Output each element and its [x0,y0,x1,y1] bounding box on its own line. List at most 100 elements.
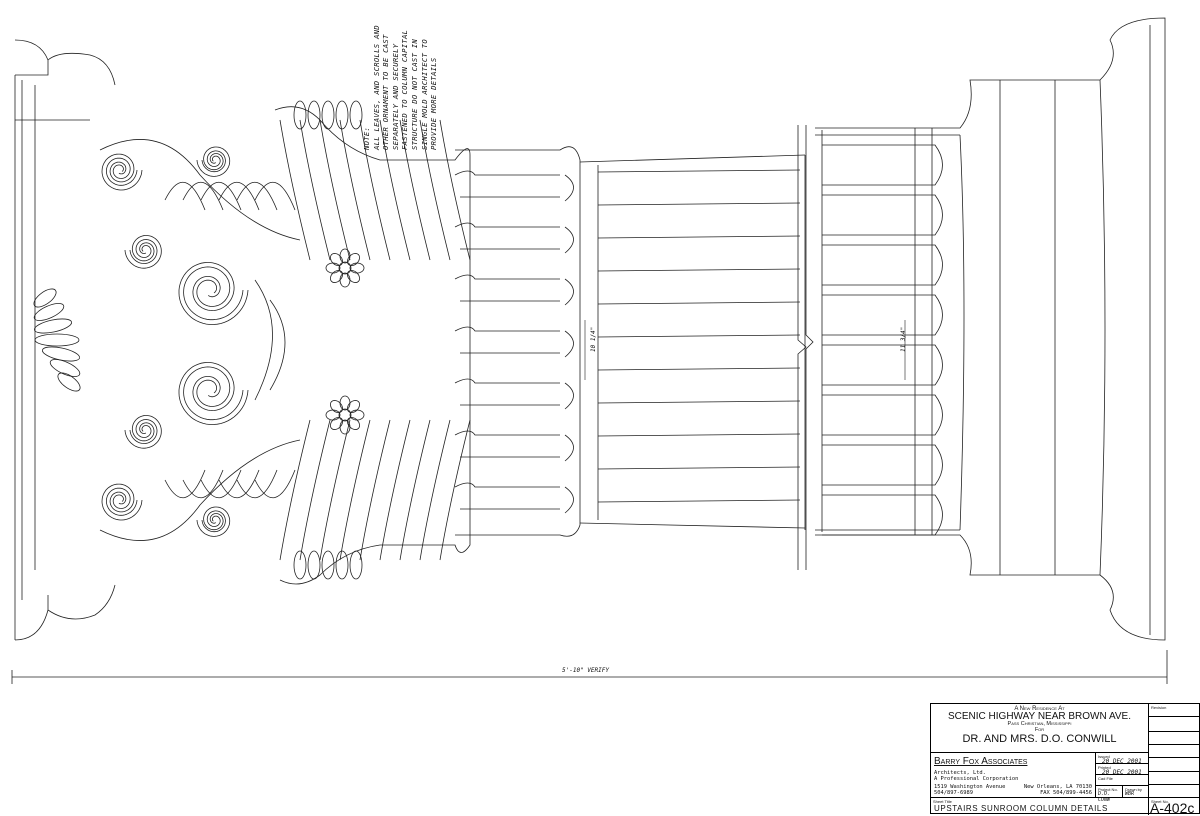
volute-scroll [124,235,162,269]
acanthus-leaf [359,119,391,261]
acanthus-leaf [218,469,260,499]
acanthus-leaf [339,119,371,261]
volute-scroll [201,150,226,173]
ornament-note: Note: All leaves, and scrolls and other … [362,0,439,150]
neck-flute [454,482,560,510]
shaft-right-dimension: 11 3/4" [900,326,907,352]
project-no-field: Project No. D.O. CONW [1096,786,1123,803]
shaft-flute-line [597,169,801,173]
project-for: For [1034,727,1045,733]
issued-value: 20 DEC 2001 [1102,758,1142,765]
acanthus-leaf [359,419,391,561]
issued-field: Issued 20 DEC 2001 [1096,753,1149,765]
rosette-center [338,408,352,422]
firm-city: New Orleans, LA 70130 [1023,784,1092,790]
firm-fax: FAX 504/899-4456 [1040,790,1092,796]
shaft-flute-line [597,202,801,206]
stem-curve [99,139,301,541]
acanthus-ornament [33,100,471,580]
leaf-tip [293,550,307,580]
leaf-tip [321,550,335,580]
project-line1: A New Residence At [1014,706,1065,712]
volute-scroll [101,153,143,191]
neck-flute-end [564,278,574,306]
leaf-tip [307,550,321,580]
neck-flute-end [564,434,574,462]
project-no-value: D.O. CONW [1098,791,1111,803]
acanthus-leaf [236,469,278,499]
anthemion-leaf [57,372,81,392]
acanthus-leaf [182,469,224,499]
rosette-petal [330,400,343,413]
project-site: SCENIC HIGHWAY NEAR BROWN AVE. [948,711,1131,722]
volute-scroll [129,239,158,264]
base-flute [822,294,943,336]
firm-line1: Architects, Ltd. [934,770,986,776]
note-line: separately and securely [390,43,400,150]
leaf-tip [335,100,349,130]
leaf-tip [349,550,363,580]
anthemion-leaf [33,288,57,308]
base-flute [822,394,943,436]
acanthus-leaf [299,419,331,561]
acanthus-leaf [182,181,224,211]
acanthus-leaf [419,419,451,561]
sheet-title-field: Sheet Title UPSTAIRS SUNROOM COLUMN DETA… [931,798,1149,815]
firm-name: Barry Fox Associates [934,756,1028,767]
rosette-petal [330,417,343,430]
shaft-flute-line [597,367,801,371]
base-flute [822,144,943,186]
acanthus-leaf [319,119,351,261]
anthemion-leaf [34,333,80,347]
shaft-flute-line [597,268,801,272]
project-client: DR. AND MRS. D.O. CONWILL [962,733,1117,745]
shaft-left-dimension: 10 1/4" [590,326,597,352]
revision-column: Revision [1149,704,1200,798]
volute-scroll [124,415,162,449]
note-line: other ornament to be cast [381,34,391,150]
sheet-number: A-402c [1150,800,1195,816]
leaf-tip [335,550,349,580]
neck-flute [454,378,560,406]
rosette-petal [325,409,341,421]
base-flute [822,494,943,536]
rosette-center [338,261,352,275]
shaft-flutes [597,144,943,536]
volute-scroll [196,146,231,177]
firm-info: Barry Fox Associates Architects, Ltd. A … [931,753,1096,798]
drawn-by-label: Drawn by [1125,787,1142,792]
anthemion-leaf [33,303,65,321]
neck-flute-end [564,330,574,358]
acanthus-leaf [379,119,411,261]
shaft-flute-line [597,433,801,437]
leaf-tip [293,100,307,130]
note-line: structure do not cast in [409,38,419,150]
acanthus-leaf [164,469,206,499]
acanthus-leaf [218,181,260,211]
volute-scroll [106,157,138,186]
rosette-petal [347,400,360,413]
rosette-petal [349,262,365,274]
volute-scroll [106,487,138,516]
acanthus-leaf [439,119,471,261]
sheet-title: UPSTAIRS SUNROOM COLUMN DETAILS [934,804,1108,813]
sheet-no-label: Sheet No. [1151,799,1169,804]
acanthus-leaf [279,119,311,261]
rosette-petal [339,395,351,411]
capital-neck-flutes [454,170,574,514]
leaf-tip [349,100,363,130]
issued-label: Issued [1098,754,1110,759]
base-flute [822,344,943,386]
acanthus-leaf [200,181,242,211]
rosette-petal [339,248,351,264]
acanthus-leaf [164,181,206,211]
rosette-petal [330,270,343,283]
rosette-petal [330,253,343,266]
volute-scroll [178,362,249,425]
project-location: Pass Christian, Mississippi [1007,721,1072,727]
column-shaft [579,125,814,570]
capital-abacus-right [274,106,581,585]
volute-scroll [178,262,249,325]
leaf-tip [307,100,321,130]
